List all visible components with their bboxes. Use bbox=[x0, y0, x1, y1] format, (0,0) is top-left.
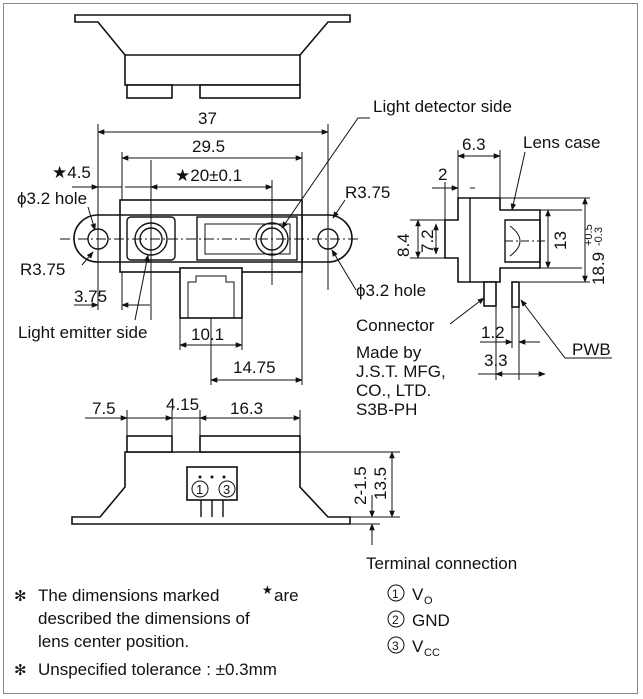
note-line-1a: The dimensions marked bbox=[38, 586, 219, 605]
dim-13-5: 13.5 bbox=[371, 467, 390, 500]
hole-left-label: ϕ3.2 hole bbox=[17, 189, 87, 208]
light-detector-side-label: Light detector side bbox=[373, 97, 512, 116]
dim-4-15: 4.15 bbox=[166, 395, 199, 414]
dim-4-5: ★4.5 bbox=[52, 163, 91, 182]
dim-29-5: 29.5 bbox=[192, 137, 225, 156]
notes: ✻ The dimensions marked ★ are described … bbox=[14, 583, 299, 679]
pin1-label: 1 bbox=[196, 482, 203, 497]
bottom-view: 1 3 7.5 4.15 16.3 13.5 2-1.5 bbox=[71, 395, 400, 545]
made-by-line-3: CO., LTD. bbox=[356, 381, 431, 400]
top-partial-view bbox=[74, 14, 351, 99]
radius-right-label: R3.75 bbox=[345, 183, 390, 202]
terminal-pin-1-name: V bbox=[412, 585, 424, 604]
dim-1-2: 1.2 bbox=[481, 323, 505, 342]
dim-2-1-5: 2-1.5 bbox=[351, 466, 370, 505]
tol-minus: -0.3 bbox=[593, 227, 605, 246]
made-by-line-4: S3B-PH bbox=[356, 400, 417, 419]
terminal-pin-1-sub: O bbox=[424, 595, 433, 607]
dim-10-1: 10.1 bbox=[191, 325, 224, 344]
terminal-pin-2-num: 2 bbox=[392, 613, 399, 627]
dim-14-75: 14.75 bbox=[233, 358, 276, 377]
made-by-line-2: J.S.T. MFG, bbox=[356, 362, 446, 381]
dim-2: 2 bbox=[438, 165, 447, 184]
terminal-title: Terminal connection bbox=[366, 554, 517, 573]
dim-8-4: 8.4 bbox=[394, 233, 413, 257]
lens-case-label: Lens case bbox=[523, 133, 601, 152]
terminal-pin-3-sub: CC bbox=[424, 647, 440, 659]
pin3-label: 3 bbox=[223, 482, 230, 497]
connector-label: Connector bbox=[356, 316, 435, 335]
radius-left-label: R3.75 bbox=[20, 260, 65, 279]
terminal-pin-3-num: 3 bbox=[392, 639, 399, 653]
note-line-4: Unspecified tolerance : ±0.3mm bbox=[38, 660, 277, 679]
terminal-pin-2-name: GND bbox=[412, 611, 450, 630]
dim-7-2: 7.2 bbox=[418, 229, 437, 253]
dim-6-3: 6.3 bbox=[462, 135, 486, 154]
note-star: ★ bbox=[262, 583, 273, 597]
dim-7-5: 7.5 bbox=[92, 399, 116, 418]
dim-3-3: 3.3 bbox=[484, 351, 508, 370]
dim-16-3: 16.3 bbox=[230, 399, 263, 418]
note-line-3: lens center position. bbox=[38, 632, 189, 651]
pwb-label: PWB bbox=[572, 340, 611, 359]
hole-right-label: ϕ3.2 hole bbox=[356, 281, 426, 300]
front-view: 37 29.5 ★20±0.1 ★4.5 ϕ3.2 hole R3.75 3.7… bbox=[17, 97, 512, 385]
note-line-2: described the dimensions of bbox=[38, 609, 250, 628]
note-symbol-1: ✻ bbox=[14, 588, 27, 605]
note-line-1b: are bbox=[274, 586, 299, 605]
note-symbol-2: ✻ bbox=[14, 662, 27, 679]
dim-3-75: 3.75 bbox=[74, 287, 107, 306]
dim-13: 13 bbox=[551, 231, 570, 250]
dim-37: 37 bbox=[198, 109, 217, 128]
side-view: 6.3 2 Lens case 8.4 7.2 13 18.9 +0.5 -0.… bbox=[356, 133, 612, 419]
dim-20: ★20±0.1 bbox=[175, 166, 242, 185]
dim-18-9: 18.9 bbox=[589, 252, 608, 285]
light-emitter-side-label: Light emitter side bbox=[18, 323, 147, 342]
terminal-pin-3-name: V bbox=[412, 637, 424, 656]
made-by-line-1: Made by bbox=[356, 343, 422, 362]
terminal-connection: Terminal connection 1 V O 2 GND 3 V CC bbox=[366, 554, 517, 659]
terminal-pin-1-num: 1 bbox=[392, 587, 399, 601]
tol-plus: +0.5 bbox=[583, 224, 595, 246]
